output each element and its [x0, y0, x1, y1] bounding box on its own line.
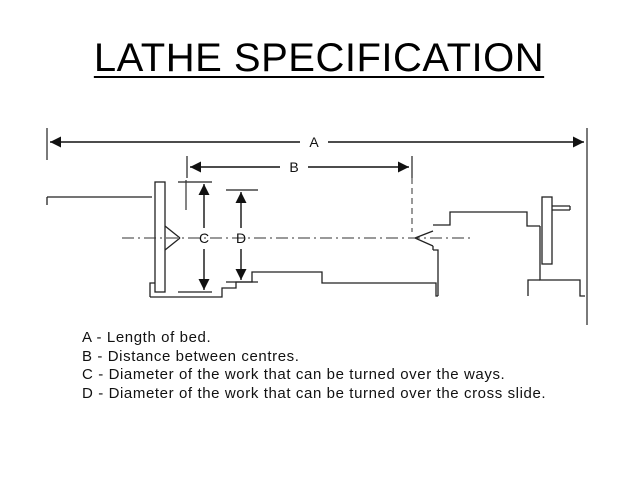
label-c: C [199, 230, 209, 246]
legend-item-d: D - Diameter of the work that can be tur… [82, 384, 547, 402]
legend-item-b: B - Distance between centres. [82, 347, 300, 365]
label-b: B [289, 159, 298, 175]
dimension-d: D [235, 192, 247, 280]
legend: A - Length of bed. B - Distance between … [82, 329, 546, 403]
label-d: D [236, 230, 246, 246]
slide-title: LATHE SPECIFICATION [93, 36, 545, 80]
dimension-b: B [186, 156, 413, 232]
lathe-outline [46, 181, 585, 298]
dimension-c: C [198, 184, 210, 290]
legend-item-c: C - Diameter of the work that can be tur… [82, 366, 506, 383]
legend-item-a: A - Length of bed. [82, 329, 212, 346]
dimension-a: A [46, 128, 588, 325]
leader-lines [178, 180, 258, 293]
label-a: A [309, 134, 319, 150]
